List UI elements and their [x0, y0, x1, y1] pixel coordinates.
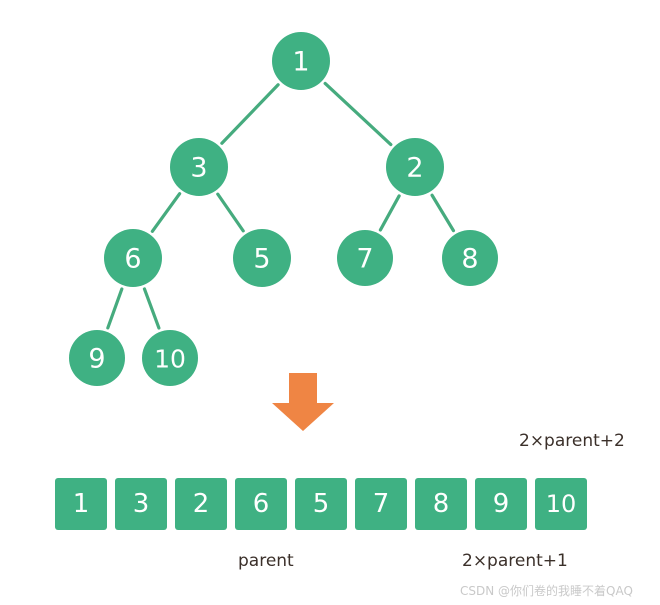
tree-node-label: 9 [88, 344, 105, 375]
array-cell[interactable]: 3 [115, 478, 167, 530]
tree-node[interactable]: 7 [337, 230, 393, 286]
tree-edge [323, 81, 393, 147]
label-left-child-formula: 2×parent+1 [462, 551, 568, 571]
array-cell[interactable]: 2 [175, 478, 227, 530]
tree-node[interactable]: 9 [69, 330, 125, 386]
array-cell[interactable]: 1 [55, 478, 107, 530]
down-arrow-icon [272, 373, 334, 431]
tree-node-label: 2 [406, 153, 423, 184]
tree-edge [378, 194, 401, 232]
tree-nodes-group: 1 3 2 6 5 7 8 9 10 [69, 32, 498, 386]
array-cell[interactable]: 6 [235, 478, 287, 530]
tree-node[interactable]: 2 [386, 138, 444, 196]
array-cell[interactable]: 9 [475, 478, 527, 530]
tree-edge [430, 193, 456, 233]
tree-node[interactable]: 1 [272, 32, 330, 90]
tree-node-label: 1 [292, 47, 309, 78]
binary-tree-graphic: 1 3 2 6 5 7 8 9 10 [69, 32, 498, 386]
tree-node-circle [142, 330, 198, 386]
tree-node-circle [104, 229, 162, 287]
array-cell[interactable]: 10 [535, 478, 587, 530]
tree-node[interactable]: 10 [142, 330, 198, 386]
tree-node-circle [272, 32, 330, 90]
tree-edge [216, 192, 245, 233]
tree-node[interactable]: 6 [104, 229, 162, 287]
tree-node-label: 5 [253, 244, 270, 275]
tree-edge [150, 192, 182, 233]
tree-node-circle [337, 230, 393, 286]
label-right-child-formula: 2×parent+2 [519, 431, 625, 451]
down-arrow-shape [272, 373, 334, 431]
csdn-watermark: CSDN @你们卷的我睡不着QAQ [460, 584, 633, 598]
tree-node-circle [442, 230, 498, 286]
tree-node[interactable]: 8 [442, 230, 498, 286]
tree-node-label: 3 [190, 153, 207, 184]
tree-node[interactable]: 3 [170, 138, 228, 196]
array-cell[interactable]: 8 [415, 478, 467, 530]
tree-edge [220, 83, 280, 145]
label-parent: parent [238, 551, 294, 571]
tree-node-circle [386, 138, 444, 196]
tree-edge [106, 287, 124, 330]
array-cell[interactable]: 5 [295, 478, 347, 530]
tree-node-label: 8 [461, 244, 478, 275]
tree-node-label: 7 [356, 244, 373, 275]
tree-node-label: 6 [124, 244, 141, 275]
tree-node-circle [69, 330, 125, 386]
tree-node[interactable]: 5 [233, 229, 291, 287]
tree-node-circle [233, 229, 291, 287]
tree-edges-group [106, 81, 456, 330]
array-cell[interactable]: 7 [355, 478, 407, 530]
tree-node-label: 10 [154, 345, 186, 374]
tree-edge [142, 287, 161, 330]
tree-node-circle [170, 138, 228, 196]
